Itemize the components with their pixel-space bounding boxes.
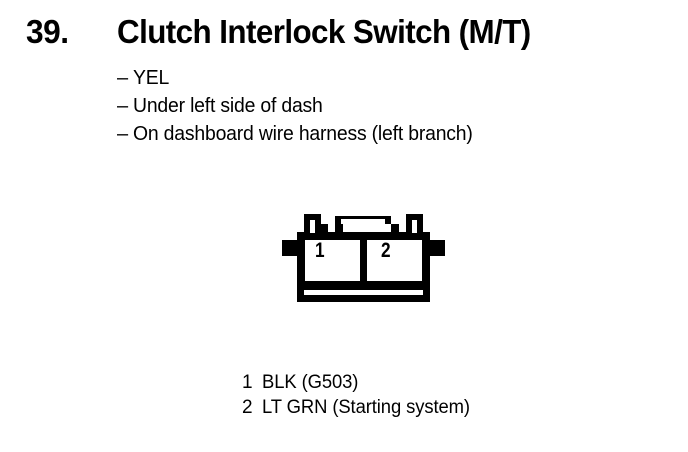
connector-left-tab-upper: [282, 240, 297, 248]
connector-cavity-divider: [360, 232, 367, 288]
item-number: 39.: [26, 13, 69, 50]
connector-pin-number-1: 1: [315, 239, 325, 262]
connector-left-wall: [297, 240, 305, 302]
legend-pin-description: BLK (G503): [262, 372, 359, 393]
connector-cavity-1: [305, 240, 360, 281]
connector-left-tab-lower: [282, 250, 297, 256]
legend-pin-number: 1: [242, 372, 253, 393]
dash-icon: –: [117, 95, 128, 117]
list-item: – Under left side of dash: [117, 92, 677, 120]
pin-legend: 1 BLK (G503) 2 LT GRN (Starting system): [242, 370, 672, 420]
connector-diagram: [278, 210, 458, 306]
legend-row: 2 LT GRN (Starting system): [242, 395, 672, 420]
connector-top-tab-inner: [341, 219, 385, 224]
connector-bottom-slot: [304, 290, 423, 295]
connector-right-tab-upper: [430, 240, 445, 248]
connector-pin-number-2: 2: [381, 239, 391, 262]
connector-notch-right-inner: [412, 220, 417, 233]
list-item: – YEL: [117, 64, 677, 92]
connector-right-tab-lower: [430, 250, 445, 256]
page-title: 39. Clutch Interlock Switch (M/T): [0, 12, 688, 56]
detail-list: – YEL – Under left side of dash – On das…: [117, 64, 677, 148]
connector-notch-left-inner: [310, 220, 315, 233]
item-title: Clutch Interlock Switch (M/T): [117, 13, 531, 50]
list-item-label: Under left side of dash: [133, 95, 323, 117]
legend-pin-description: LT GRN (Starting system): [262, 397, 470, 418]
connector-right-wall: [422, 240, 430, 302]
dash-icon: –: [117, 123, 128, 145]
list-item: – On dashboard wire harness (left branch…: [117, 120, 677, 148]
dash-icon: –: [117, 67, 128, 89]
legend-pin-number: 2: [242, 397, 253, 418]
legend-row: 1 BLK (G503): [242, 370, 672, 395]
connector-cavity-floor: [297, 281, 430, 288]
connector-symbol-icon: [282, 214, 445, 302]
list-item-label: YEL: [133, 67, 170, 89]
list-item-label: On dashboard wire harness (left branch): [133, 123, 473, 145]
connector-cavity-2: [367, 240, 422, 281]
